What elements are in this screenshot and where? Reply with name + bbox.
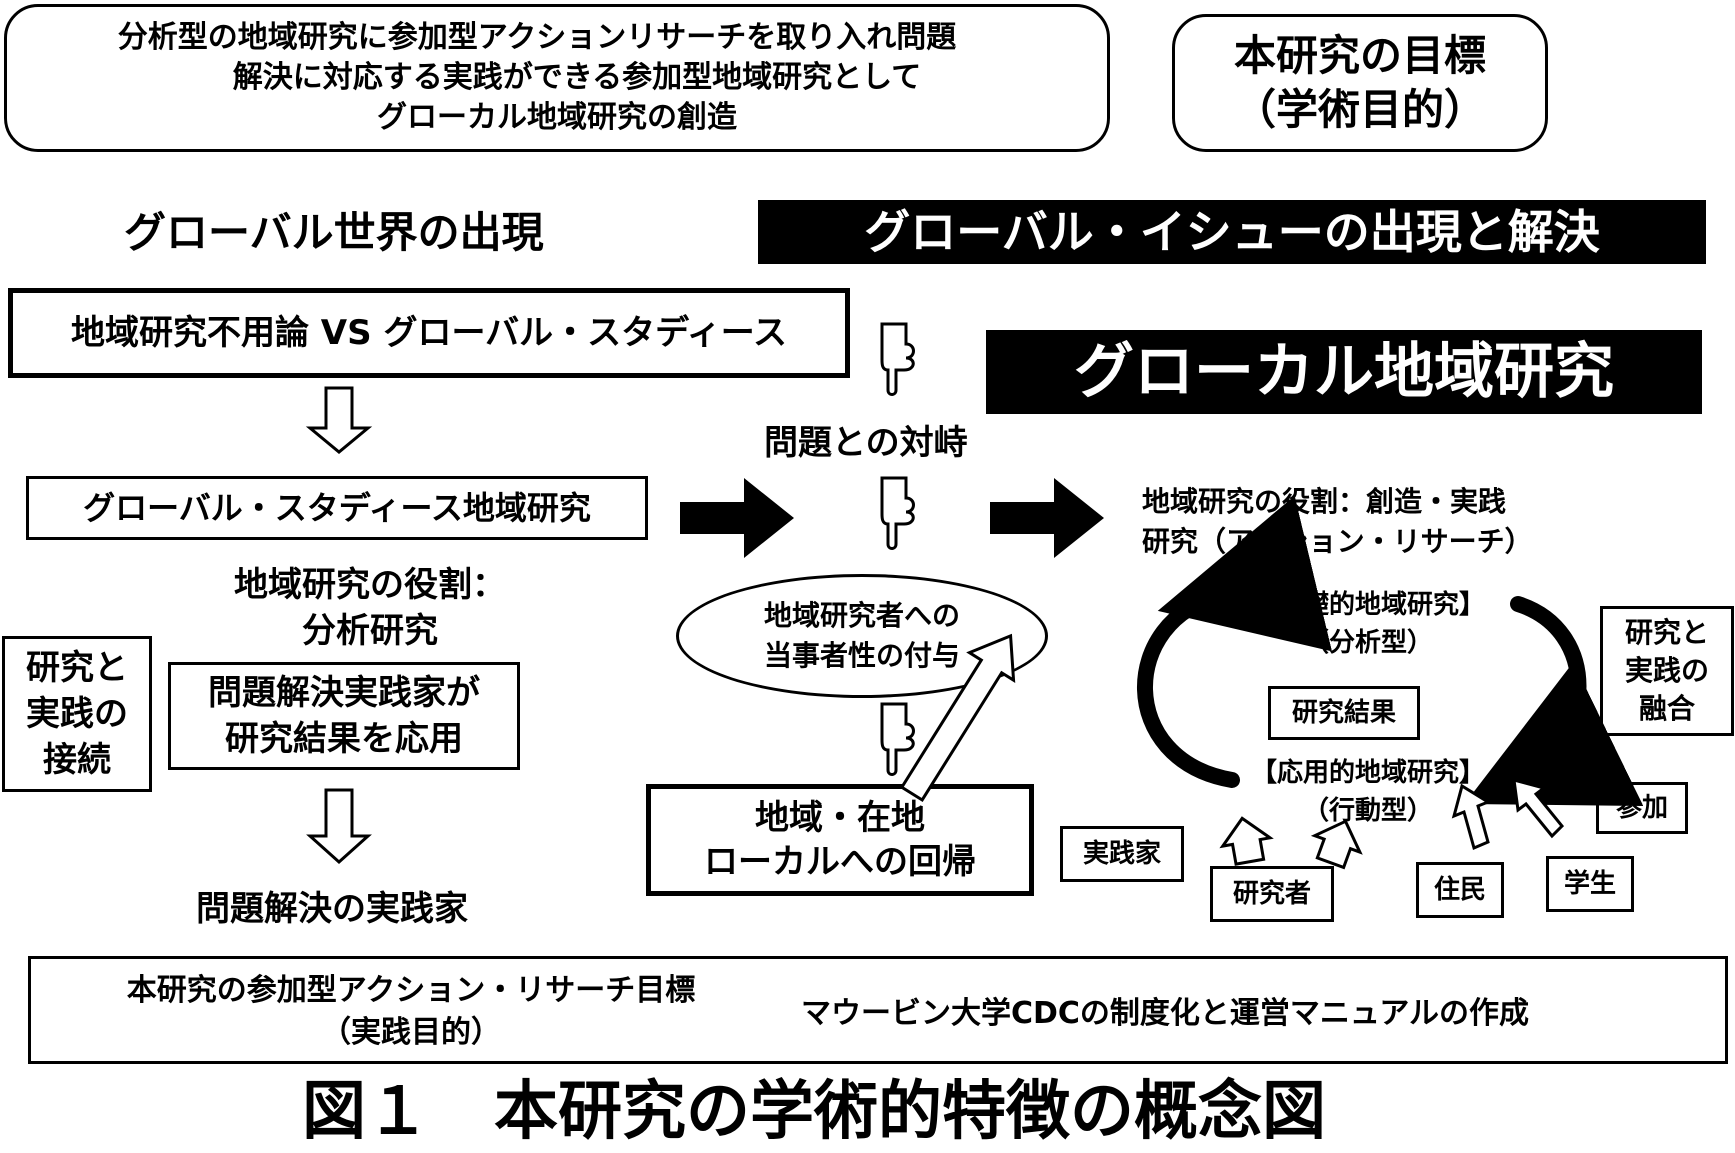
debate-box: 地域研究不用論 VS グローバル・スタディース bbox=[8, 288, 850, 378]
right-arrow-2 bbox=[990, 478, 1104, 558]
glocal-banner: グローカル地域研究 bbox=[986, 330, 1702, 414]
left-role-text: 地域研究の役割： 分析研究 bbox=[200, 562, 540, 654]
connect-line-1: 研究と bbox=[26, 648, 128, 688]
practitioner-apply-box: 問題解決実践家が 研究結果を応用 bbox=[168, 662, 520, 770]
up-arrow-student bbox=[1512, 777, 1565, 839]
cycle-arc-right bbox=[1464, 596, 1644, 806]
applied-research: 【応用的地域研究】 （行動型） bbox=[1218, 750, 1518, 834]
global-world-heading: グローバル世界の出現 bbox=[124, 208, 544, 257]
up-arrow-practitioner bbox=[1219, 816, 1274, 866]
connect-box: 研究と 実践の 接続 bbox=[2, 636, 152, 792]
pointing-hand-icon-2 bbox=[880, 476, 915, 550]
return-line-1: 地域・在地 bbox=[755, 798, 925, 838]
down-arrow-1 bbox=[305, 386, 373, 454]
pointing-hand-icon-1 bbox=[880, 322, 915, 396]
applied-research-line-1: 【応用的地域研究】 bbox=[1250, 758, 1485, 788]
researcher-box: 研究者 bbox=[1210, 866, 1334, 922]
top-goal-line-1: 分析型の地域研究に参加型アクションリサーチを取り入れ問題 bbox=[117, 20, 957, 55]
student-box-text: 学生 bbox=[1563, 869, 1616, 899]
ellipse-line-1: 地域研究者への bbox=[763, 599, 960, 632]
bottom-goal-left: 本研究の参加型アクション・リサーチ目標 （実践目的） bbox=[41, 967, 781, 1057]
bottom-goal-right: マウービン大学CDCの制度化と運営マニュアルの作成 bbox=[801, 996, 1530, 1031]
fusion-line-3: 融合 bbox=[1638, 692, 1695, 725]
pointing-hand-icon-3 bbox=[880, 702, 915, 776]
connect-line-2: 実践の bbox=[26, 694, 128, 734]
confront-label: 問題との対峙 bbox=[764, 423, 968, 463]
bottom-goal-left-line-1: 本研究の参加型アクション・リサーチ目標 bbox=[126, 973, 696, 1008]
up-arrow-researcher bbox=[1310, 819, 1363, 870]
research-goal-box: 本研究の目標 （学術目的） bbox=[1172, 14, 1548, 152]
global-issue-banner: グローバル・イシューの出現と解決 bbox=[758, 200, 1706, 264]
practitioner-apply-line-1: 問題解決実践家が bbox=[208, 673, 480, 713]
debate-box-text: 地域研究不用論 VS グローバル・スタディース bbox=[70, 313, 788, 353]
return-line-2: ローカルへの回帰 bbox=[704, 842, 976, 882]
fusion-line-1: 研究と bbox=[1624, 616, 1709, 649]
researcher-box-text: 研究者 bbox=[1232, 879, 1311, 909]
down-arrow-2 bbox=[306, 788, 372, 865]
top-goal-line-2: 解決に対応する実践ができる参加型地域研究として bbox=[232, 60, 922, 95]
left-role-line-1: 地域研究の役割： bbox=[234, 565, 506, 605]
applied-research-line-2: （行動型） bbox=[1302, 796, 1433, 826]
bottom-goal-box: 本研究の参加型アクション・リサーチ目標 （実践目的） マウービン大学CDCの制度… bbox=[28, 956, 1728, 1064]
right-arrow-1 bbox=[680, 478, 794, 558]
gs-area-box-text: グローバル・スタディース地域研究 bbox=[83, 489, 591, 527]
global-issue-banner-text: グローバル・イシューの出現と解決 bbox=[864, 205, 1600, 259]
top-goal-line-3: グローカル地域研究の創造 bbox=[377, 100, 737, 135]
practitioner-box-text: 実践家 bbox=[1082, 839, 1161, 869]
student-box: 学生 bbox=[1546, 856, 1634, 912]
left-role-line-2: 分析研究 bbox=[302, 611, 438, 651]
results-box: 研究結果 bbox=[1268, 686, 1420, 740]
top-goal-box: 分析型の地域研究に参加型アクションリサーチを取り入れ問題 解決に対応する実践がで… bbox=[4, 4, 1110, 152]
figure-caption: 図１ 本研究の学術的特徴の概念図 bbox=[302, 1075, 1326, 1149]
practitioner-apply-line-2: 研究結果を応用 bbox=[225, 719, 463, 759]
up-arrow-resident bbox=[1451, 783, 1492, 851]
resident-box: 住民 bbox=[1416, 862, 1504, 918]
bottom-goal-left-line-2: （実践目的） bbox=[321, 1015, 501, 1050]
resident-box-text: 住民 bbox=[1433, 875, 1486, 905]
cycle-arc-left bbox=[1137, 495, 1333, 788]
return-box: 地域・在地 ローカルへの回帰 bbox=[646, 784, 1034, 896]
practitioner-box: 実践家 bbox=[1060, 826, 1184, 882]
glocal-banner-text: グローカル地域研究 bbox=[1074, 337, 1614, 407]
results-box-text: 研究結果 bbox=[1291, 698, 1396, 728]
research-goal-line-2: （学術目的） bbox=[1233, 85, 1486, 134]
gs-area-box: グローバル・スタディース地域研究 bbox=[26, 476, 648, 540]
connect-line-3: 接続 bbox=[43, 740, 111, 780]
research-goal-line-1: 本研究の目標 bbox=[1233, 31, 1486, 80]
fusion-box: 研究と 実践の 融合 bbox=[1600, 606, 1734, 736]
diagonal-arrow bbox=[899, 633, 1016, 803]
practitioner-label: 問題解決の実践家 bbox=[196, 889, 468, 929]
ellipse-line-2: 当事者性の付与 bbox=[763, 639, 960, 672]
